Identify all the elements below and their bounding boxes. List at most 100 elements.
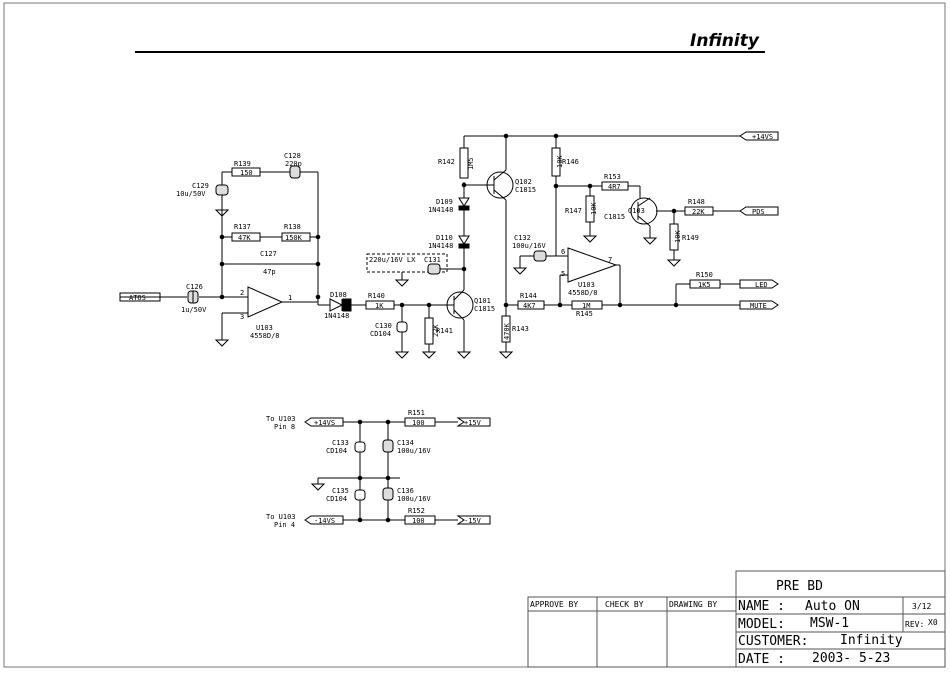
d110-diode <box>458 235 470 245</box>
port-mute-label: MUTE <box>750 302 767 310</box>
r141-val: 22K <box>432 324 440 337</box>
q103-ref: Q103 <box>628 207 645 215</box>
c129-val: 10u/50V <box>176 190 206 198</box>
c136-val: 100u/16V <box>397 495 432 503</box>
port-p14v-top-label: +14VS <box>752 133 773 141</box>
r153-ref: R153 <box>604 173 621 181</box>
pin-1: 1 <box>288 294 292 302</box>
c130-ref: C130 <box>375 322 392 330</box>
port-pds-label: PDS <box>752 208 765 216</box>
name-label: NAME : <box>738 599 785 614</box>
detector-stage <box>366 135 740 359</box>
d108-val: 1N4148 <box>324 312 349 320</box>
c127-val: 47p <box>263 268 276 276</box>
c131-ref: C131 <box>424 256 441 264</box>
c136-capacitor <box>382 487 394 501</box>
d110-val: 1N4148 <box>428 242 453 250</box>
c132-capacitor <box>533 250 547 262</box>
r143-val: 470K <box>503 322 511 340</box>
r144-val: 4K7 <box>523 302 536 310</box>
d110-ref: D110 <box>436 234 453 242</box>
title-block <box>527 570 946 668</box>
port-led <box>739 279 779 289</box>
d109-diode <box>458 197 470 207</box>
port-p15v-label: +15V <box>464 419 482 427</box>
c134-ref: C134 <box>397 439 414 447</box>
c131-block <box>366 253 448 273</box>
note-pin8: Pin 8 <box>274 423 295 431</box>
port-m14v-label: -14VS <box>314 517 335 525</box>
r153-val: 4R7 <box>608 183 621 191</box>
d108-ref: D108 <box>330 291 347 299</box>
c128-ref: C128 <box>284 152 301 160</box>
q101-transistor <box>446 291 474 319</box>
r137-val: 47K <box>238 234 251 242</box>
q101-ref: Q101 <box>474 297 491 305</box>
port-m15v-label: -15V <box>464 517 482 525</box>
c131-val: 220u/16V LX <box>369 256 416 264</box>
r147-val: 10K <box>590 202 598 215</box>
rev-label: REV: <box>905 620 924 629</box>
c127-ref: C127 <box>260 250 277 258</box>
model-value: MSW-1 <box>810 616 849 631</box>
c130-capacitor <box>396 321 408 333</box>
port-p14v-sup-label: +14VS <box>314 419 335 427</box>
r151-val: 100 <box>412 419 425 427</box>
input-stage <box>120 165 448 359</box>
customer-value: Infinity <box>840 633 903 648</box>
c129-ref: C129 <box>192 182 209 190</box>
c128-val: 220p <box>285 160 302 168</box>
date-label: DATE : <box>738 652 785 667</box>
comparator-stage <box>512 136 740 310</box>
u103b-ref: U103 <box>578 281 595 289</box>
pin-7: 7 <box>608 256 612 264</box>
drawing-title: PRE BD <box>776 579 823 594</box>
pin-5: 5 <box>561 270 565 278</box>
port-p14v-top <box>739 131 779 141</box>
note-pin4: Pin 4 <box>274 521 295 529</box>
approve-by-label: APPROVE BY <box>530 600 578 609</box>
pin-2: 2 <box>240 289 244 297</box>
labels: Infinity R139 150 C128 220p C129 10u/50V… <box>129 31 938 667</box>
r150-ref: R150 <box>696 271 713 279</box>
r140-val: 1K <box>375 302 384 310</box>
c130-val: CD104 <box>370 330 391 338</box>
r137-ref: R137 <box>234 223 251 231</box>
date-value: 2003- 5-23 <box>812 651 890 666</box>
c129-capacitor <box>215 184 229 196</box>
r139-ref: R139 <box>234 160 251 168</box>
r140-ref: R140 <box>368 292 385 300</box>
customer-label: CUSTOMER: <box>738 634 808 649</box>
r142-ref: R142 <box>438 158 455 166</box>
c135-capacitor <box>354 489 366 501</box>
port-pds <box>739 206 779 216</box>
r139-val: 150 <box>240 169 253 177</box>
d109-val: 1N4148 <box>428 206 453 214</box>
c134-val: 100u/16V <box>397 447 432 455</box>
r148-ref: R148 <box>688 198 705 206</box>
port-atos-label: ATOS <box>129 294 146 302</box>
port-m15v <box>456 515 491 525</box>
port-led-label: LED <box>755 281 768 289</box>
c136-ref: C136 <box>397 487 414 495</box>
u103-opamp-b <box>567 247 618 283</box>
u103-opamp-a <box>247 286 284 318</box>
port-atos <box>119 292 161 302</box>
r144-ref: R144 <box>520 292 537 300</box>
c126-val: 1u/50V <box>181 306 207 314</box>
q102-ref: Q102 <box>515 178 532 186</box>
c132-ref: C132 <box>514 234 531 242</box>
sheet-number: 3/12 <box>912 602 931 611</box>
r149-ref: R149 <box>682 234 699 242</box>
r145-ref: R145 <box>576 310 593 318</box>
check-by-label: CHECK BY <box>605 600 644 609</box>
d109-ref: D109 <box>436 198 453 206</box>
q103-val: C1815 <box>604 213 625 221</box>
c131-capacitor <box>427 263 441 275</box>
r138-val: 150K <box>285 234 303 242</box>
r147-ref: R147 <box>565 207 582 215</box>
c135-ref: C135 <box>332 487 349 495</box>
c126-ref: C126 <box>186 283 203 291</box>
pin-6: 6 <box>561 248 565 256</box>
